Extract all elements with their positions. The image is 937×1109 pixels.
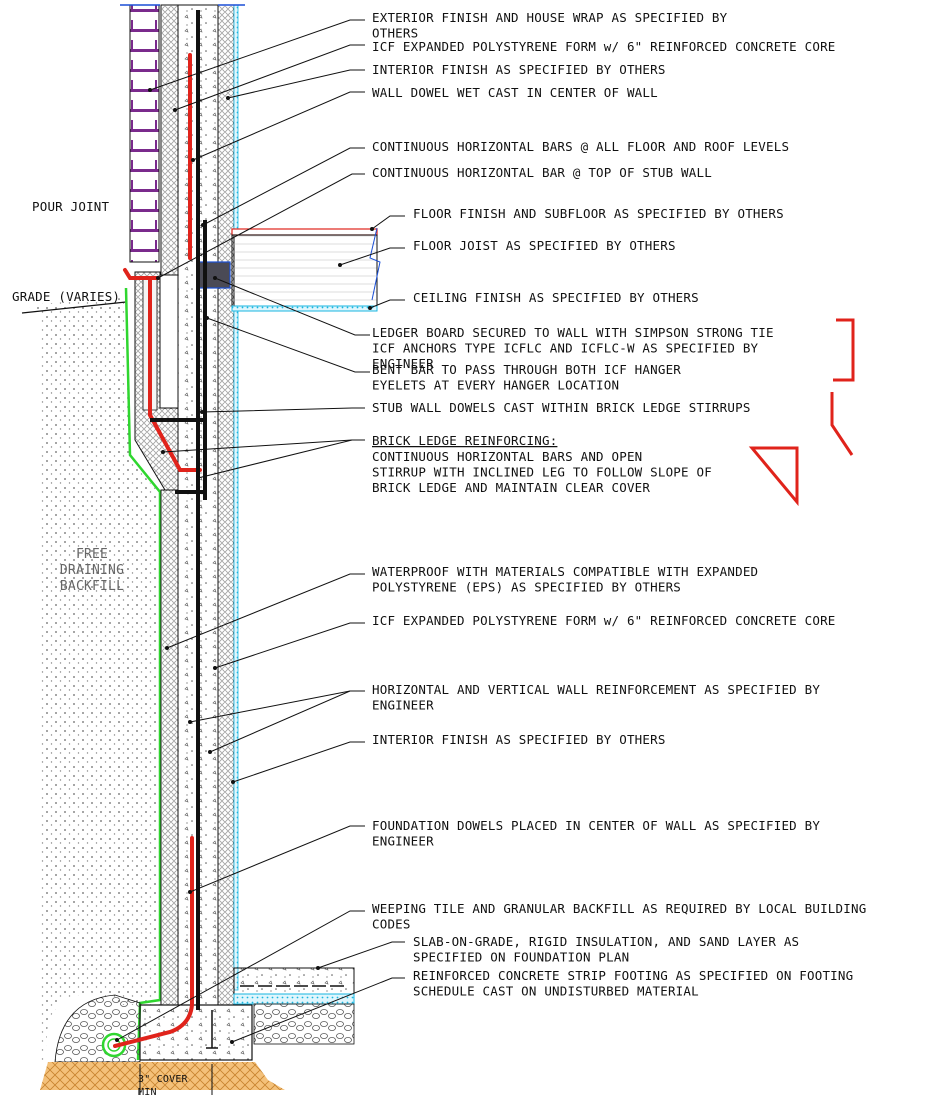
text-line: ENGINEER — [372, 356, 434, 371]
text-line: ICF ANCHORS TYPE ICFLC AND ICFLC-W AS SP… — [372, 341, 759, 356]
callout-weeping-tile: WEEPING TILE AND GRANULAR BACKFILL AS RE… — [372, 901, 866, 932]
text-line: EXTERIOR FINISH AND HOUSE WRAP AS SPECIF… — [372, 10, 728, 25]
leader-lines — [115, 19, 405, 1044]
cover-label: 3" COVER MIN — [138, 1074, 189, 1098]
callout-exterior-finish: EXTERIOR FINISH AND HOUSE WRAP AS SPECIF… — [372, 10, 728, 41]
text-line: EYELETS AT EVERY HANGER LOCATION — [372, 378, 619, 393]
text-line: WALL DOWEL WET CAST IN CENTER OF WALL — [372, 85, 658, 100]
stirrup-detail-icons — [748, 318, 855, 507]
cover-dimension — [139, 1064, 213, 1095]
text-line: FREE — [76, 547, 108, 562]
text-line: WEEPING TILE AND GRANULAR BACKFILL AS RE… — [372, 901, 866, 916]
text-line: STIRRUP WITH INCLINED LEG TO FOLLOW SLOP… — [372, 465, 712, 480]
undisturbed-soil — [40, 1062, 285, 1090]
interior-finish — [233, 4, 239, 991]
callout-horizontal-bars-floor: CONTINUOUS HORIZONTAL BARS @ ALL FLOOR A… — [372, 139, 789, 154]
text-line: FLOOR FINISH AND SUBFLOOR AS SPECIFIED B… — [413, 206, 784, 221]
text-line: POLYSTYRENE (EPS) AS SPECIFIED BY OTHERS — [372, 580, 681, 595]
text-line: WATERPROOF WITH MATERIALS COMPATIBLE WIT… — [372, 564, 758, 579]
icf-exterior-foam — [160, 4, 179, 1006]
vertical-reinforcement — [150, 10, 207, 1010]
callout-waterproof: WATERPROOF WITH MATERIALS COMPATIBLE WIT… — [372, 564, 758, 595]
text-line: ICF EXPANDED POLYSTYRENE FORM w/ 6" REIN… — [372, 39, 836, 54]
callout-interior-finish-lower: INTERIOR FINISH AS SPECIFIED BY OTHERS — [372, 732, 666, 747]
callout-ledger-board: LEDGER BOARD SECURED TO WALL WITH SIMPSO… — [372, 325, 774, 371]
weeping-tile — [54, 994, 141, 1063]
callout-icf-form-upper: ICF EXPANDED POLYSTYRENE FORM w/ 6" REIN… — [372, 39, 836, 54]
text-line: REINFORCED CONCRETE STRIP FOOTING AS SPE… — [413, 968, 853, 983]
text-line: 3" COVER — [138, 1074, 189, 1085]
callout-wall-dowel: WALL DOWEL WET CAST IN CENTER OF WALL — [372, 85, 658, 100]
text-line: INTERIOR FINISH AS SPECIFIED BY OTHERS — [372, 732, 666, 747]
callout-wall-reinforcement: HORIZONTAL AND VERTICAL WALL REINFORCEME… — [372, 682, 820, 713]
ledger-board — [196, 261, 231, 289]
text-line: CONTINUOUS HORIZONTAL BARS AND OPEN — [372, 449, 642, 464]
text-line: ICF EXPANDED POLYSTYRENE FORM w/ 6" REIN… — [372, 613, 836, 628]
callout-horizontal-bar-stub: CONTINUOUS HORIZONTAL BAR @ TOP OF STUB … — [372, 165, 712, 180]
slab-on-grade — [233, 967, 355, 1045]
text-line: FOUNDATION DOWELS PLACED IN CENTER OF WA… — [372, 818, 820, 833]
callout-brick-ledge-title: BRICK LEDGE REINFORCING: — [372, 433, 557, 448]
callout-texts: EXTERIOR FINISH AND HOUSE WRAP AS SPECIF… — [372, 10, 866, 999]
free-draining-backfill — [21, 298, 162, 1060]
text-line: DRAINING — [60, 563, 124, 578]
text-line: MIN — [138, 1087, 157, 1098]
text-line: INTERIOR FINISH AS SPECIFIED BY OTHERS — [372, 62, 666, 77]
grade-label: GRADE (VARIES) — [12, 289, 120, 304]
text-line: ENGINEER — [372, 834, 434, 849]
text-line: BRICK LEDGE AND MAINTAIN CLEAR COVER — [372, 480, 650, 495]
text-line: LEDGER BOARD SECURED TO WALL WITH SIMPSO… — [372, 325, 774, 340]
callout-strip-footing: REINFORCED CONCRETE STRIP FOOTING AS SPE… — [413, 968, 853, 999]
text-line: BENT BAR TO PASS THROUGH BOTH ICF HANGER — [372, 362, 681, 377]
text-line: STUB WALL DOWELS CAST WITHIN BRICK LEDGE… — [372, 400, 751, 415]
callout-floor-finish: FLOOR FINISH AND SUBFLOOR AS SPECIFIED B… — [413, 206, 784, 221]
text-line: SPECIFIED ON FOUNDATION PLAN — [413, 950, 629, 965]
callout-stub-wall-dowels: STUB WALL DOWELS CAST WITHIN BRICK LEDGE… — [372, 400, 751, 415]
floor-system — [231, 227, 381, 312]
callout-icf-form-lower: ICF EXPANDED POLYSTYRENE FORM w/ 6" REIN… — [372, 613, 836, 628]
pour-joint-label: POUR JOINT — [32, 199, 110, 214]
text-line: CONTINUOUS HORIZONTAL BARS @ ALL FLOOR A… — [372, 139, 789, 154]
rebar — [113, 53, 202, 1048]
strip-footing — [139, 1004, 253, 1061]
callout-slab-on-grade: SLAB-ON-GRADE, RIGID INSULATION, AND SAN… — [413, 934, 799, 965]
text-line: CONTINUOUS HORIZONTAL BAR @ TOP OF STUB … — [372, 165, 712, 180]
text-line: CEILING FINISH AS SPECIFIED BY OTHERS — [413, 290, 699, 305]
callout-ceiling-finish: CEILING FINISH AS SPECIFIED BY OTHERS — [413, 290, 699, 305]
callout-interior-finish-upper: INTERIOR FINISH AS SPECIFIED BY OTHERS — [372, 62, 666, 77]
text-line: OTHERS — [372, 26, 418, 41]
icf-interior-foam — [217, 4, 235, 1006]
text-line: SCHEDULE CAST ON UNDISTURBED MATERIAL — [413, 984, 699, 999]
brick-veneer — [129, 4, 160, 263]
text-line: BACKFILL — [60, 579, 124, 594]
text-line: ENGINEER — [372, 698, 434, 713]
callout-foundation-dowels: FOUNDATION DOWELS PLACED IN CENTER OF WA… — [372, 818, 820, 849]
text-line: FLOOR JOIST AS SPECIFIED BY OTHERS — [413, 238, 676, 253]
text-line: CODES — [372, 917, 411, 932]
text-line: SLAB-ON-GRADE, RIGID INSULATION, AND SAN… — [413, 934, 799, 949]
callout-bent-bar: BENT BAR TO PASS THROUGH BOTH ICF HANGER… — [372, 362, 681, 393]
text-line: HORIZONTAL AND VERTICAL WALL REINFORCEME… — [372, 682, 820, 697]
callout-floor-joist: FLOOR JOIST AS SPECIFIED BY OTHERS — [413, 238, 676, 253]
